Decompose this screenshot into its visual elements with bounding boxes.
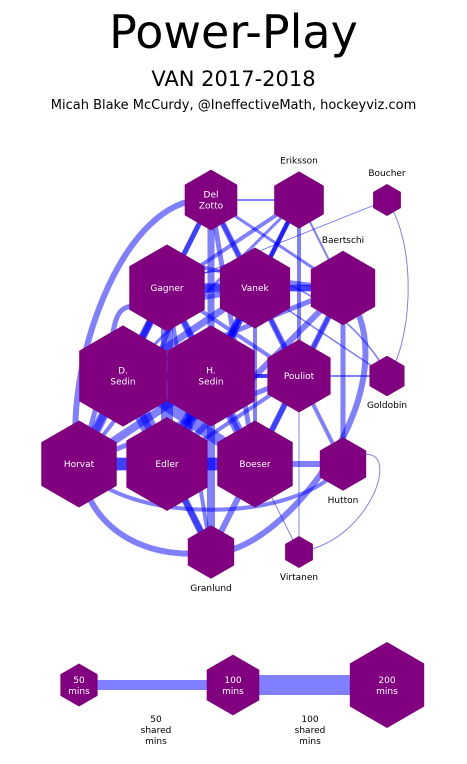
player-label-hsedin: Sedin [198,378,223,388]
player-label-pouliot: Pouliot [284,372,315,382]
player-hexagon-hsedin [167,325,255,427]
legend-edge-label: shared [141,726,172,736]
author-credit: Micah Blake McCurdy, @IneffectiveMath, h… [50,98,417,113]
player-node-boucher: Boucher [368,169,406,216]
player-label-hsedin: H. [206,367,215,377]
player-hexagon-pouliot [267,339,331,413]
player-label-boucher: Boucher [368,169,406,179]
player-label-baertschi: Baertschi [322,236,364,246]
player-label-goldobin: Goldobin [367,401,407,411]
edge-boucher-goldobin [386,199,409,377]
player-node-gagner: Gagner [129,244,205,332]
legend-node-label: 50 [73,676,85,686]
player-node-edler: Edler [126,417,208,511]
player-label-dsedin: Sedin [110,378,135,388]
player-node-granlund: Granlund [187,525,235,594]
player-label-edler: Edler [155,460,178,470]
player-label-gagner: Gagner [150,284,183,294]
player-hexagon-horvat [41,420,117,508]
player-hexagon-granlund [187,525,235,579]
player-hexagon-eriksson [274,171,324,229]
player-label-virtanen: Virtanen [280,573,318,583]
player-label-vanek: Vanek [241,284,269,294]
player-node-virtanen: Virtanen [280,536,318,583]
legend-node-label: 200 [378,676,395,686]
player-label-eriksson: Eriksson [280,156,318,166]
player-node-baertschi: Baertschi [310,236,376,326]
legend-node-label: mins [68,687,90,697]
player-node-vanek: Vanek [219,247,291,329]
legend-node-label: mins [222,687,244,697]
player-label-granlund: Granlund [190,584,232,594]
legend-node-50 [60,663,98,707]
legend-node-label: 100 [224,676,241,686]
player-label-delzotto: Del [204,191,219,201]
player-node-goldobin: Goldobin [367,355,407,411]
team-season-subtitle: VAN 2017-2018 [151,67,316,91]
size-legend: 50sharedmins100sharedmins50mins100mins20… [60,642,425,747]
player-hexagon-virtanen [285,536,313,568]
player-hexagon-edler [126,417,208,511]
legend-edge-label: shared [295,726,326,736]
player-hexagon-dsedin [79,325,167,427]
player-hexagon-baertschi [310,250,376,326]
player-node-horvat: Horvat [41,420,117,508]
legend-edge-label: 50 [150,715,162,725]
player-label-boeser: Boeser [239,460,270,470]
legend-node-100 [206,654,260,716]
legend-node-label: mins [376,687,398,697]
legend-edge-label: mins [299,737,321,747]
player-label-horvat: Horvat [64,460,95,470]
player-label-delzotto: Zotto [199,202,224,212]
player-hexagon-boeser [217,420,293,508]
page-title: Power-Play [109,5,358,59]
player-node-boeser: Boeser [217,420,293,508]
player-hexagon-goldobin [369,355,405,397]
legend-edge-label: mins [145,737,167,747]
player-node-eriksson: Eriksson [274,156,324,229]
player-label-dsedin: D. [118,367,128,377]
player-hexagon-hutton [319,437,367,491]
player-hexagon-gagner [129,244,205,332]
player-label-hutton: Hutton [328,496,359,506]
player-node-pouliot: Pouliot [267,339,331,413]
player-node-hsedin: H.Sedin [167,325,255,427]
player-hexagon-delzotto [184,169,238,231]
player-node-hutton: Hutton [319,437,367,506]
player-hexagon-vanek [219,247,291,329]
legend-node-200 [349,642,425,728]
legend-edge-label: 100 [301,715,318,725]
player-node-dsedin: D.Sedin [79,325,167,427]
player-hexagon-boucher [373,184,401,216]
